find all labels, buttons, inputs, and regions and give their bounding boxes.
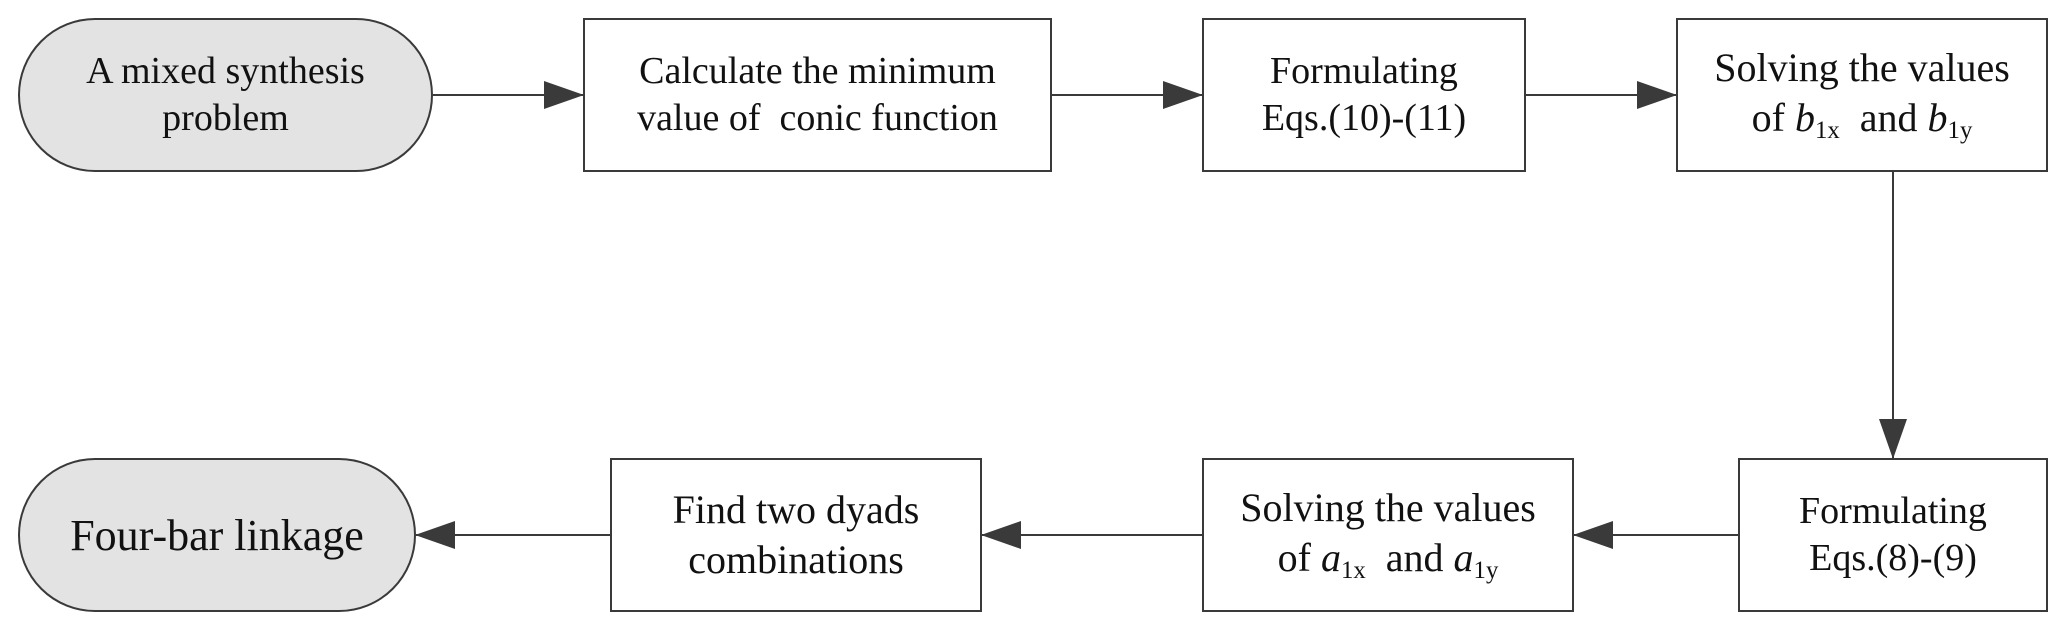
- start-line-1: A mixed synthesis: [86, 49, 365, 92]
- a1y-subscript: 1y: [1473, 556, 1499, 584]
- solve-b-line-1: Solving the values: [1714, 45, 2010, 91]
- a1x-var: a: [1320, 535, 1341, 581]
- solve-b-and: and: [1859, 95, 1918, 141]
- end-terminal: Four-bar linkage: [18, 458, 416, 612]
- form1011-line-2: Eqs.(10)-(11): [1261, 97, 1467, 139]
- solve-a-line-1: Solving the values: [1240, 485, 1536, 531]
- find-dyads-box: Find two dyads combinations: [610, 458, 982, 612]
- solve-a-and: and: [1385, 535, 1444, 581]
- calc-line-1: Calculate the minimum: [639, 49, 996, 92]
- solve-b-line-2: of b1x and b1y: [1752, 93, 1973, 147]
- start-line-2: problem: [162, 97, 289, 139]
- calc-line-2: value of conic function: [637, 97, 998, 139]
- formulating-eqs-10-11-box: Formulating Eqs.(10)-(11): [1202, 18, 1526, 172]
- solve-a-of: of: [1277, 535, 1311, 581]
- solve-b-of: of: [1751, 95, 1785, 141]
- solve-b-values-box: Solving the values of b1x and b1y: [1676, 18, 2048, 172]
- form1011-line-1: Formulating: [1270, 49, 1458, 92]
- calc-min-conic-box: Calculate the minimum value of conic fun…: [583, 18, 1052, 172]
- solve-a-line-2: of a1x and a1y: [1278, 533, 1499, 587]
- form89-line-1: Formulating: [1799, 489, 1987, 532]
- start-terminal: A mixed synthesis problem: [18, 18, 433, 172]
- b1x-subscript: 1x: [1814, 116, 1840, 144]
- dyads-line-1: Find two dyads: [672, 487, 920, 532]
- b1y-var: b: [1927, 95, 1948, 141]
- a1y-var: a: [1453, 535, 1474, 581]
- dyads-line-2: combinations: [688, 537, 904, 582]
- end-line-1: Four-bar linkage: [70, 510, 364, 560]
- form89-line-2: Eqs.(8)-(9): [1809, 537, 1977, 579]
- b1x-var: b: [1794, 95, 1815, 141]
- a1x-subscript: 1x: [1340, 556, 1366, 584]
- solve-a-values-box: Solving the values of a1x and a1y: [1202, 458, 1574, 612]
- formulating-eqs-8-9-box: Formulating Eqs.(8)-(9): [1738, 458, 2048, 612]
- b1y-subscript: 1y: [1947, 116, 1973, 144]
